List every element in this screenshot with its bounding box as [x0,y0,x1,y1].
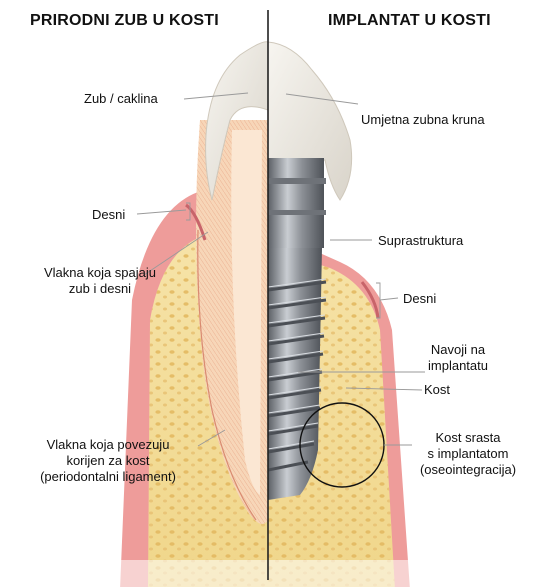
label-artificial-crown: Umjetna zubna kruna [361,112,485,128]
label-osseointegration: Kost srasta s implantatom (oseointegraci… [408,430,528,478]
label-periodontal-ligament: Vlakna koja povezuju korijen za kost (pe… [18,437,198,485]
label-gum-left: Desni [92,207,125,223]
label-enamel: Zub / caklina [84,91,158,107]
label-gum-fibers: Vlakna koja spajaju zub i desni [20,265,180,297]
label-abutment: Suprastruktura [378,233,463,249]
abutment [268,158,324,248]
title-natural-tooth: PRIRODNI ZUB U KOSTI [30,12,219,30]
label-bone: Kost [424,382,450,398]
label-threads: Navoji na implantatu [418,342,498,374]
title-implant: IMPLANTAT U KOSTI [328,12,491,30]
label-gum-right: Desni [403,291,436,307]
